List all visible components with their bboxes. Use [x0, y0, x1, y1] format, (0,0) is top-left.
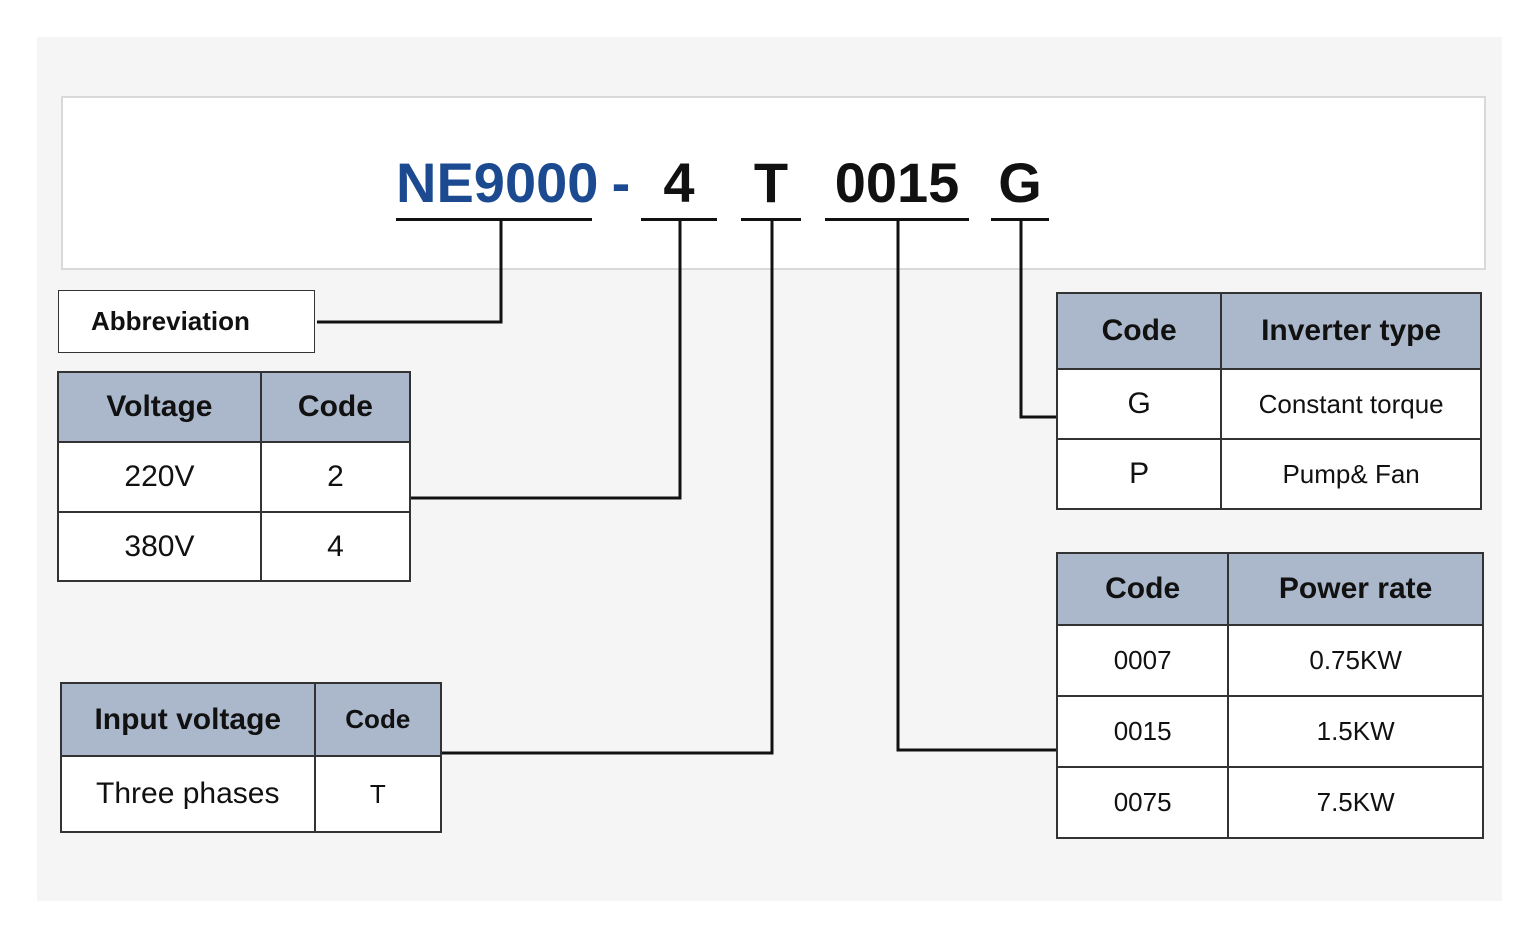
model-voltage-code: 4 — [663, 151, 695, 214]
input-table-header: Code — [313, 682, 443, 757]
power-rate-table: Code Power rate 0007 0.75KW 0015 1.5KW 0… — [1055, 552, 1484, 839]
input-voltage-table: Input voltage Code Three phases T — [60, 682, 443, 833]
power-table-header: Code — [1055, 552, 1230, 626]
connector-abbreviation — [317, 220, 503, 324]
input-table-header: Input voltage — [60, 682, 316, 757]
table-cell: 0015 — [1055, 695, 1230, 768]
table-cell: T — [313, 755, 443, 833]
connector-voltage — [411, 220, 682, 500]
table-cell: 7.5KW — [1227, 766, 1484, 839]
model-prefix: NE9000 — [396, 151, 599, 214]
table-cell: 220V — [57, 441, 262, 513]
table-cell: 0075 — [1055, 766, 1230, 839]
table-cell: 0.75KW — [1227, 624, 1484, 697]
input-underline — [741, 218, 801, 221]
voltage-underline — [641, 218, 717, 221]
abbreviation-label: Abbreviation — [58, 290, 315, 353]
inverter-type-table: Code Inverter type G Constant torque P P… — [1055, 292, 1482, 510]
connector-input — [442, 220, 774, 755]
table-cell: Three phases — [60, 755, 316, 833]
table-cell: G — [1055, 368, 1223, 440]
model-input-code: T — [753, 151, 789, 214]
table-cell: Pump& Fan — [1220, 438, 1482, 510]
table-cell: 1.5KW — [1227, 695, 1484, 768]
connector-power — [896, 220, 1057, 752]
power-underline — [825, 218, 969, 221]
model-power-code: 0015 — [834, 151, 960, 214]
voltage-table: Voltage Code 220V 2 380V 4 — [57, 371, 412, 582]
table-cell: P — [1055, 438, 1223, 510]
table-cell: 2 — [259, 441, 412, 513]
voltage-table-header: Voltage — [57, 371, 262, 443]
table-cell: Constant torque — [1220, 368, 1482, 440]
table-cell: 380V — [57, 511, 262, 582]
prefix-underline — [396, 218, 592, 221]
voltage-table-header: Code — [259, 371, 412, 443]
table-cell: 0007 — [1055, 624, 1230, 697]
type-underline — [991, 218, 1049, 221]
type-table-header: Inverter type — [1220, 292, 1482, 370]
type-table-header: Code — [1055, 292, 1223, 370]
connector-type — [1019, 220, 1057, 419]
model-type-code: G — [998, 151, 1042, 214]
power-table-header: Power rate — [1227, 552, 1484, 626]
table-cell: 4 — [259, 511, 412, 582]
model-dash: - — [611, 151, 631, 214]
